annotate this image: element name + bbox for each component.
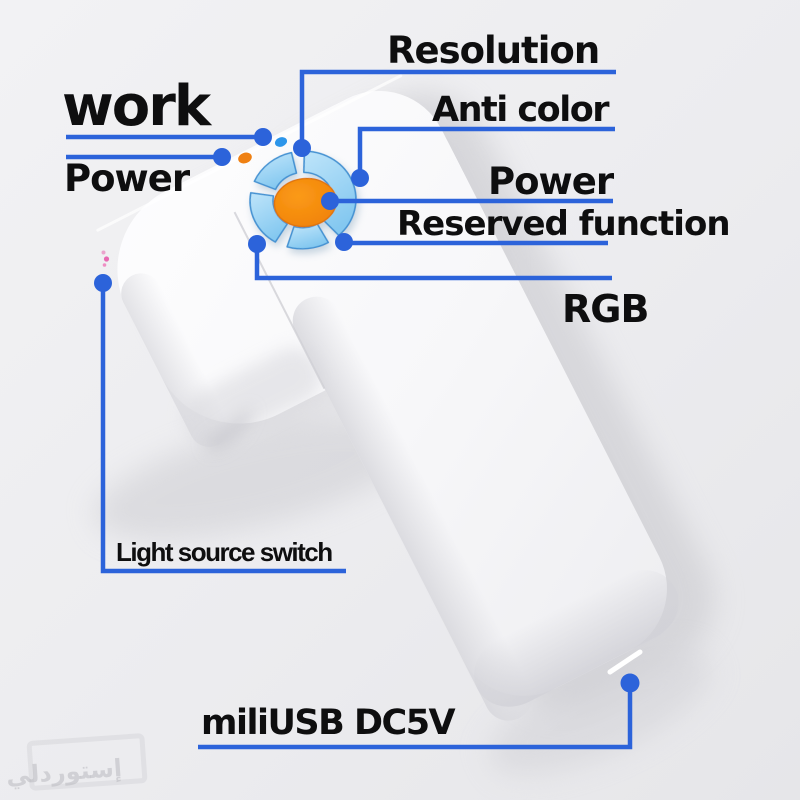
label-usb-power: miliUSB DC5V — [201, 703, 456, 743]
label-rgb: RGB — [562, 287, 649, 331]
dot-power-left — [213, 148, 231, 166]
dot-light-source — [94, 274, 112, 292]
grip-notch — [205, 405, 252, 452]
label-power-left: Power — [64, 157, 190, 200]
label-light-source-switch: Light source switch — [116, 537, 333, 567]
usb-slot — [607, 649, 643, 675]
dpad-segment-top — [253, 151, 298, 191]
work-led-blue — [274, 137, 288, 147]
label-power-right: Power — [488, 160, 614, 203]
label-anti-color: Anti color — [432, 90, 610, 130]
control-pad — [249, 150, 357, 250]
dot-resolution — [293, 139, 311, 157]
line-rgb — [254, 246, 612, 281]
line-usb — [198, 685, 633, 750]
dot-usb — [620, 673, 640, 693]
label-work: work — [62, 74, 211, 139]
line-resolution — [299, 69, 616, 146]
line-light-source — [100, 285, 346, 574]
dot-reserved — [335, 233, 353, 251]
line-anti-color — [357, 126, 615, 176]
power-led-orange — [238, 152, 252, 164]
pink-indicator — [101, 250, 110, 267]
dot-anti-color — [351, 169, 369, 187]
label-reserved-function: Reserved function — [397, 204, 731, 244]
label-resolution: Resolution — [387, 29, 600, 72]
dot-work — [254, 128, 272, 146]
callout-dots — [94, 128, 640, 693]
dpad-segment-right — [303, 150, 357, 237]
dot-power-right — [321, 192, 339, 210]
callout-lines — [66, 69, 633, 750]
dot-rgb — [248, 235, 266, 253]
